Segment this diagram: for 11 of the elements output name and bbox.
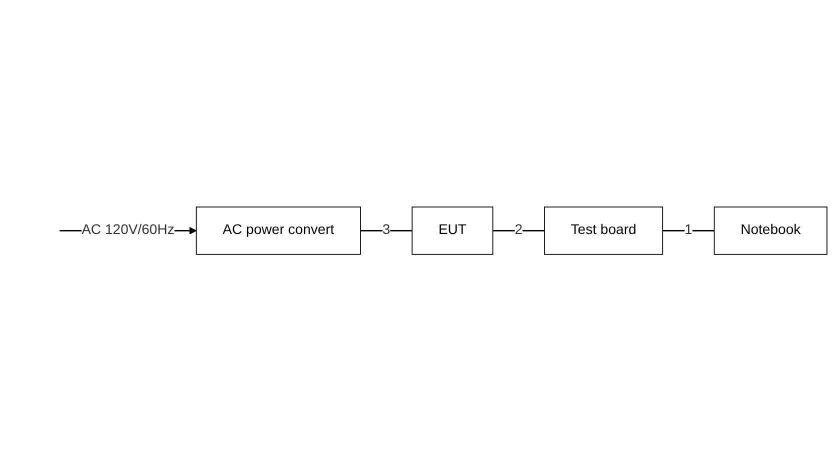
- edge-label: AC 120V/60Hz: [82, 223, 174, 238]
- edge-label: 1: [684, 223, 692, 238]
- node-box: Notebook: [714, 206, 828, 256]
- node-box: Test board: [544, 206, 664, 256]
- connector: [360, 230, 412, 232]
- node-box: AC power convert: [196, 206, 361, 256]
- connector: [492, 230, 544, 232]
- edge-label: 2: [514, 223, 523, 238]
- connector: [662, 230, 714, 232]
- edge-label: 3: [382, 223, 390, 238]
- node-box: EUT: [412, 206, 494, 256]
